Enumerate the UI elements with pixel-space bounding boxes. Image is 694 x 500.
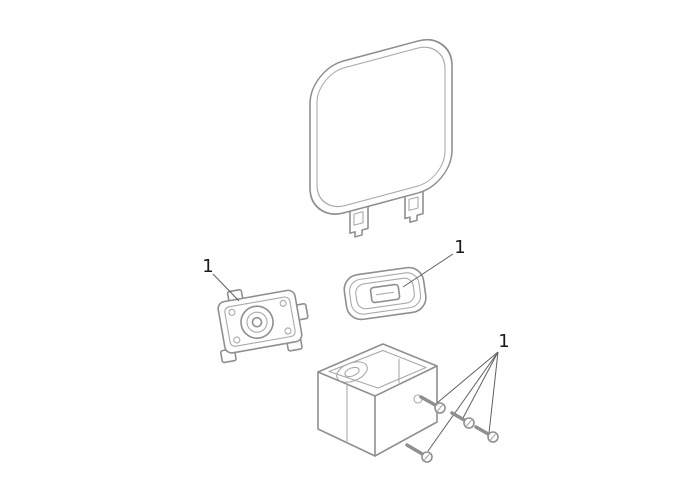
cover-tab-right-slot [408,196,419,211]
bracket-boss-mid [246,311,268,333]
housing-opening [328,349,427,389]
bracket-corner-hole [284,327,292,335]
housing-recess-outer [336,361,368,383]
screw-2-slot [466,419,472,427]
cover-tab-right [404,188,424,223]
bracket-boss-hole [251,316,263,328]
screw-1-slot [437,404,443,412]
gasket-mid-ring [348,272,422,315]
bracket-corner-hole [279,299,287,307]
cover-tab-left-slot [353,211,364,226]
gasket-center-slot [376,291,395,296]
cover-panel [309,38,453,238]
leader-line-screw-1 [436,351,499,404]
callout-label-bracket: 1 [202,256,213,277]
gasket-inner-ring [355,277,415,310]
screw-1 [419,395,446,414]
callout-label-gasket: 1 [454,237,465,258]
leader-line-screw-2 [462,351,499,419]
screw-2 [450,411,475,429]
bracket-corner-hole [228,308,236,316]
leader-line-screw-3 [488,351,499,434]
leader-line-bracket [212,273,240,302]
leader-lines-screws [427,351,499,452]
bracket-plate-inner [224,296,296,347]
bracket-corner-hole [233,336,241,344]
cover-inner-edge [316,46,446,208]
housing-silhouette [317,343,438,457]
housing-recess-inner [344,366,360,378]
gasket-seal [343,266,427,321]
screw-3-slot [490,433,496,441]
cover-tab-left [349,203,369,238]
cover-outline [309,38,453,215]
leader-line-screw-4 [427,351,499,452]
callout-label-screws: 1 [498,331,509,352]
screw-3 [474,425,499,443]
mounting-bracket [217,288,309,364]
filter-housing [317,343,438,457]
screw-4 [405,443,433,463]
leader-line-gasket [402,253,454,288]
screw-4-slot [424,453,430,461]
